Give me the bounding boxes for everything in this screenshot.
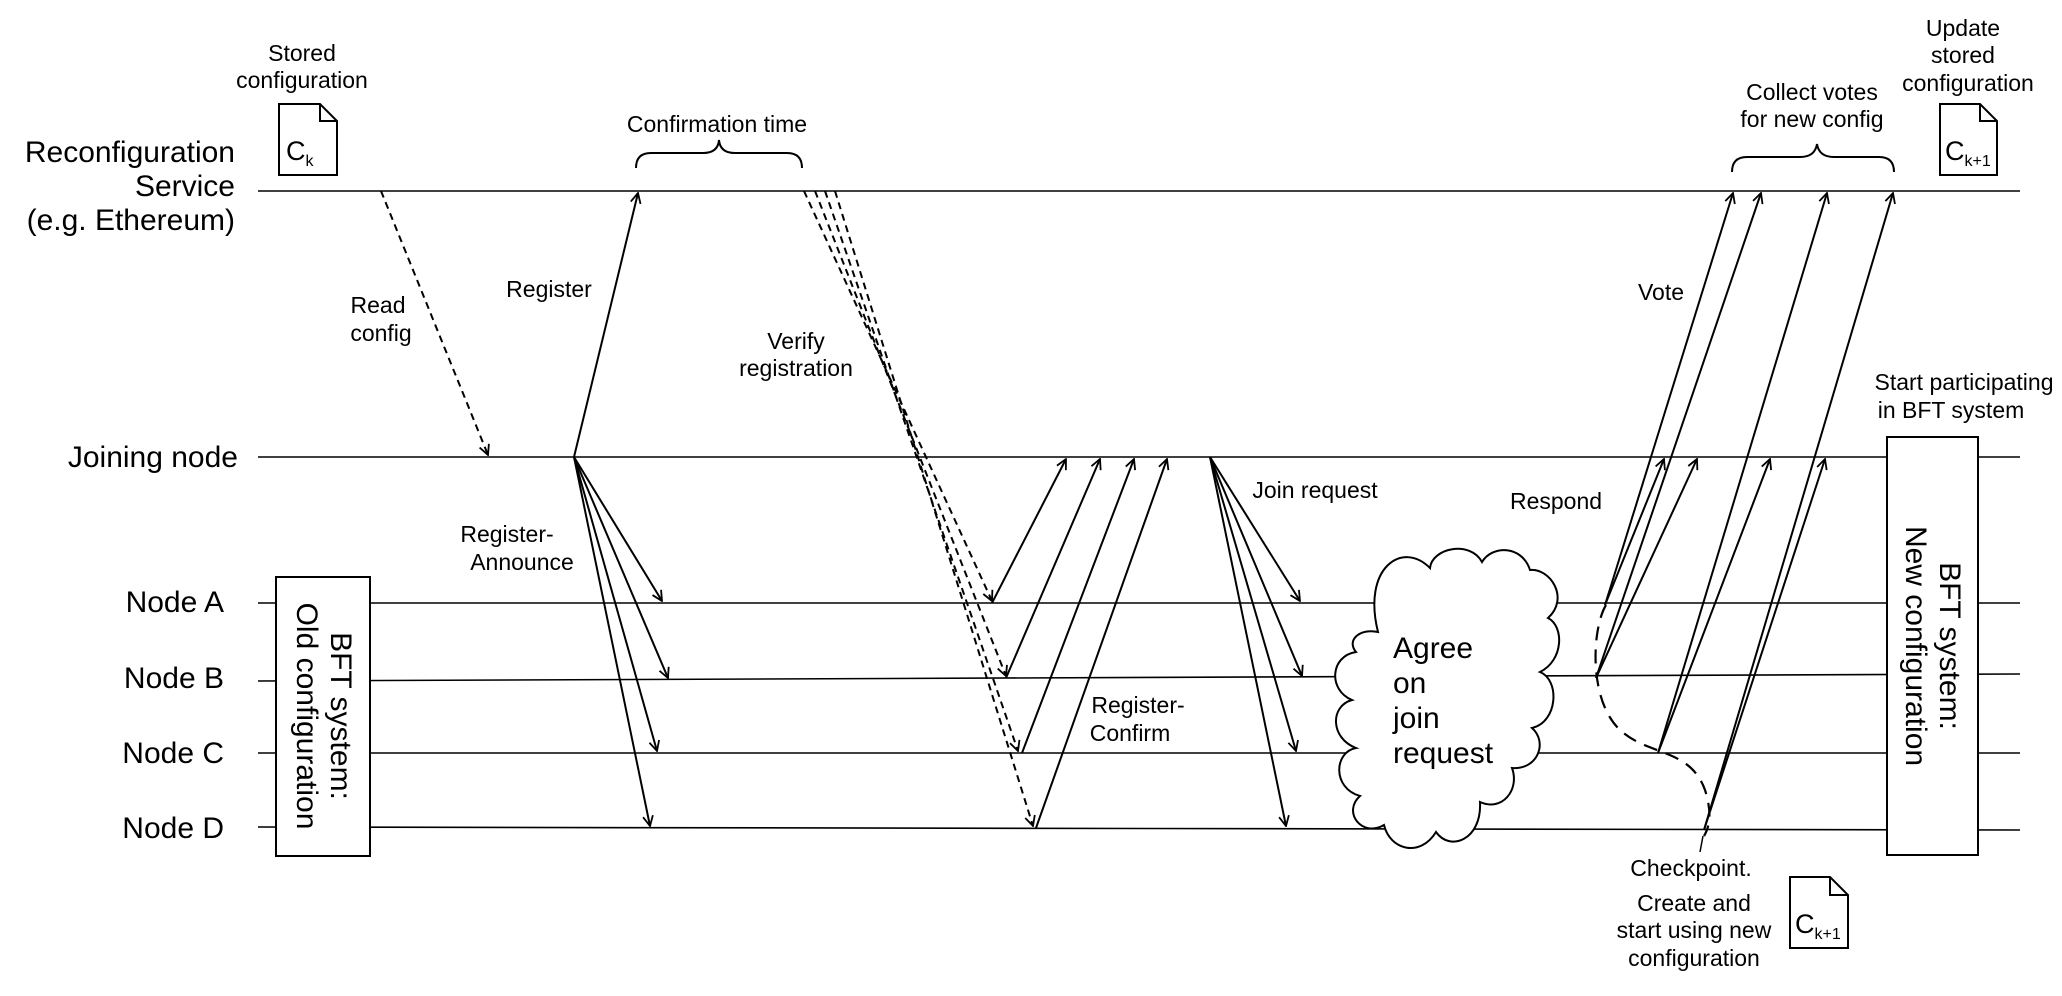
doc-ck-base: C	[286, 136, 306, 166]
brace-collect-votes	[1731, 143, 1895, 173]
arrow-join-a	[1209, 456, 1300, 601]
arrow-vote-a	[1604, 193, 1733, 606]
timelines	[257, 190, 2021, 831]
label-register-confirm-2: Confirm	[1090, 720, 1171, 746]
arrow-verify-c	[824, 190, 1018, 751]
label-register-announce-2: Announce	[470, 549, 574, 575]
arrow-confirm-b	[1005, 459, 1100, 679]
lane-label-node-c: Node C	[122, 737, 224, 770]
arrows-join-request	[1209, 456, 1302, 826]
label-start-participating-1: Start participating	[1875, 369, 2054, 395]
label-respond: Respond	[1510, 488, 1602, 514]
brace-confirmation-time	[635, 139, 803, 169]
label-stored-config-1: Stored	[268, 40, 336, 66]
label-join-request: Join request	[1252, 477, 1378, 503]
label-register-announce-1: Register-	[460, 521, 553, 547]
cloud-label-1: Agree	[1393, 632, 1473, 665]
timeline-node-b	[257, 673, 2021, 682]
label-start-participating-2: in BFT system	[1878, 397, 2025, 423]
lane-labels: Reconfiguration Service (e.g. Ethereum) …	[25, 136, 238, 845]
bft-new-label-1: BFT system:	[1933, 562, 1966, 730]
label-update-stored-3: configuration	[1902, 70, 2034, 96]
label-update-stored-2: stored	[1931, 42, 1995, 68]
cloud-label-2: on	[1393, 667, 1426, 700]
arrows-register-announce	[573, 456, 668, 826]
lane-label-reconfig-2: Service	[135, 170, 235, 203]
doc-ck-sub: k	[306, 153, 315, 170]
arrows-respond	[1595, 459, 1825, 831]
arrow-join-b	[1209, 456, 1302, 676]
doc-ck1-bottom-sub: k+1	[1815, 926, 1841, 943]
bft-new-box: BFT system: New configuration	[1886, 436, 1979, 856]
arrow-announce-a	[573, 456, 662, 601]
label-collect-votes-1: Collect votes	[1746, 79, 1878, 105]
lane-label-node-b: Node B	[124, 662, 224, 695]
label-verify-1: Verify	[767, 328, 825, 354]
arrow-verify-a	[803, 190, 992, 601]
arrows-verify-registration	[803, 190, 1033, 826]
label-checkpoint-3: start using new	[1617, 917, 1772, 943]
arrow-respond-a	[1604, 459, 1664, 606]
bft-old-box: BFT system: Old configuration	[275, 576, 371, 857]
checkpoint-pointer	[1699, 835, 1704, 853]
diagram-labels: Stored configuration Update stored confi…	[236, 15, 2053, 971]
arrow-verify-b	[814, 190, 1006, 676]
label-vote: Vote	[1638, 279, 1684, 305]
timeline-node-d	[257, 826, 2021, 831]
lane-label-reconfig-1: Reconfiguration	[25, 136, 235, 169]
label-confirmation-time: Confirmation time	[627, 111, 807, 137]
label-register-confirm-1: Register-	[1091, 692, 1184, 718]
arrow-confirm-d	[1035, 459, 1167, 829]
label-read-config-1: Read	[351, 292, 406, 318]
arrow-vote-b	[1595, 193, 1761, 679]
svg-text:Ck+1: Ck+1	[1795, 909, 1841, 943]
arrow-announce-d	[573, 456, 650, 826]
arrows-vote	[1595, 193, 1893, 831]
arrow-respond-d	[1703, 459, 1825, 831]
bft-old-label-1: BFT system:	[324, 632, 357, 800]
arrows-register-confirm	[991, 459, 1167, 829]
arrow-join-d	[1209, 456, 1286, 826]
label-stored-config-2: configuration	[236, 67, 368, 93]
document-icon-ck: Ck	[278, 103, 338, 176]
arrow-vote-c	[1657, 193, 1827, 754]
doc-ck1-bottom-base: C	[1795, 909, 1815, 939]
bft-new-label-2: New configuration	[1899, 526, 1932, 766]
label-checkpoint-4: configuration	[1628, 945, 1760, 971]
cloud-label-3: join	[1392, 702, 1440, 735]
bft-old-label-2: Old configuration	[290, 603, 323, 830]
doc-ck1-top-sub: k+1	[1965, 153, 1991, 170]
arrow-register	[573, 193, 638, 458]
arrow-announce-c	[573, 456, 657, 751]
lane-label-joining: Joining node	[68, 441, 238, 474]
arrow-confirm-c	[1021, 459, 1134, 754]
arrow-respond-c	[1657, 459, 1770, 754]
arrow-confirm-a	[991, 459, 1066, 604]
cloud-label-4: request	[1393, 737, 1494, 770]
arrow-respond-b	[1595, 459, 1697, 679]
svg-text:Ck: Ck	[286, 136, 315, 170]
lane-label-node-d: Node D	[122, 812, 224, 845]
label-checkpoint-1: Checkpoint.	[1630, 855, 1751, 881]
label-checkpoint-2: Create and	[1637, 890, 1751, 916]
arrow-announce-b	[573, 456, 668, 678]
svg-text:Ck+1: Ck+1	[1945, 136, 1991, 170]
label-register: Register	[506, 276, 592, 302]
label-update-stored-1: Update	[1926, 15, 2000, 41]
label-collect-votes-2: for new config	[1740, 106, 1883, 132]
document-icon-ck1-bottom: Ck+1	[1789, 876, 1849, 949]
lane-label-reconfig-3: (e.g. Ethereum)	[27, 204, 235, 237]
doc-ck1-top-base: C	[1945, 136, 1965, 166]
arrow-join-c	[1209, 456, 1296, 751]
lane-label-node-a: Node A	[126, 586, 224, 619]
document-icon-ck1-top: Ck+1	[1939, 103, 1998, 176]
label-read-config-2: config	[350, 320, 411, 346]
arrow-vote-d	[1703, 193, 1893, 831]
arrow-verify-d	[834, 190, 1033, 826]
label-verify-2: registration	[739, 355, 853, 381]
agreement-cloud: Agree on join request	[1334, 547, 1561, 849]
